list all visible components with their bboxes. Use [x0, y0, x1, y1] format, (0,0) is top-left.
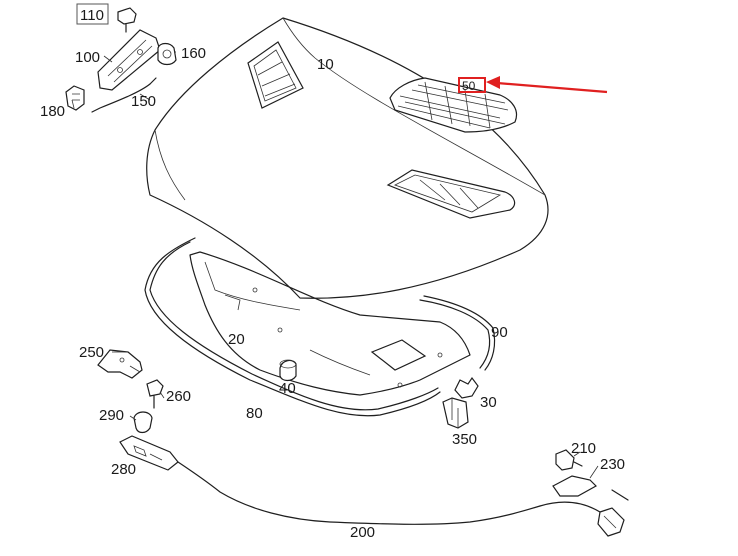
grille-insert-50 [389, 77, 518, 133]
callout-80: 80 [246, 405, 263, 422]
callout-180: 180 [40, 103, 65, 120]
callout-350: 350 [452, 431, 477, 448]
callout-100: 100 [75, 49, 100, 66]
release-rod-150 [91, 77, 157, 113]
seal-strip-90 [419, 295, 496, 371]
callout-160: 160 [181, 45, 206, 62]
screw-260 [146, 379, 164, 409]
callout-40: 40 [279, 380, 296, 397]
callout-20: 20 [228, 331, 245, 348]
callout-250: 250 [79, 344, 104, 361]
highlight-box [458, 77, 486, 93]
callout-260: 260 [166, 388, 191, 405]
callout-30: 30 [480, 394, 497, 411]
callout-10: 10 [317, 56, 334, 73]
callout-labels: 110 100 160 150 180 10 50 20 90 40 30 80… [40, 3, 625, 541]
leader-lines [71, 51, 599, 479]
callout-290: 290 [99, 407, 124, 424]
highlight-arrow-line [496, 81, 608, 94]
callout-90: 90 [491, 324, 508, 341]
highlight-arrow-head [486, 76, 500, 89]
bowden-cable-200 [177, 461, 629, 525]
clip-30 [454, 376, 479, 399]
callout-230: 230 [600, 456, 625, 473]
hood-insulation-20 [189, 251, 471, 396]
callout-110: 110 [80, 7, 104, 24]
callout-150: 150 [131, 93, 156, 110]
callout-280: 280 [111, 461, 136, 478]
bumper-stop-40 [279, 359, 297, 382]
callout-210: 210 [571, 440, 596, 457]
latch-160 [157, 42, 177, 66]
clip-180 [65, 85, 85, 111]
hinge-bracket-100 [97, 29, 161, 91]
highlight-arrow [458, 76, 608, 94]
hood-panel [146, 17, 549, 299]
callout-50: 50 [462, 79, 476, 93]
release-handle-230 [552, 475, 625, 537]
hook-250 [97, 349, 143, 379]
callout-200: 200 [350, 524, 375, 541]
callout-box-110 [76, 3, 109, 25]
screw-210 [555, 449, 583, 471]
bracket-350 [442, 397, 469, 429]
bolt-110 [117, 7, 137, 33]
cap-290 [133, 411, 153, 434]
seal-strip-80 [144, 237, 441, 417]
